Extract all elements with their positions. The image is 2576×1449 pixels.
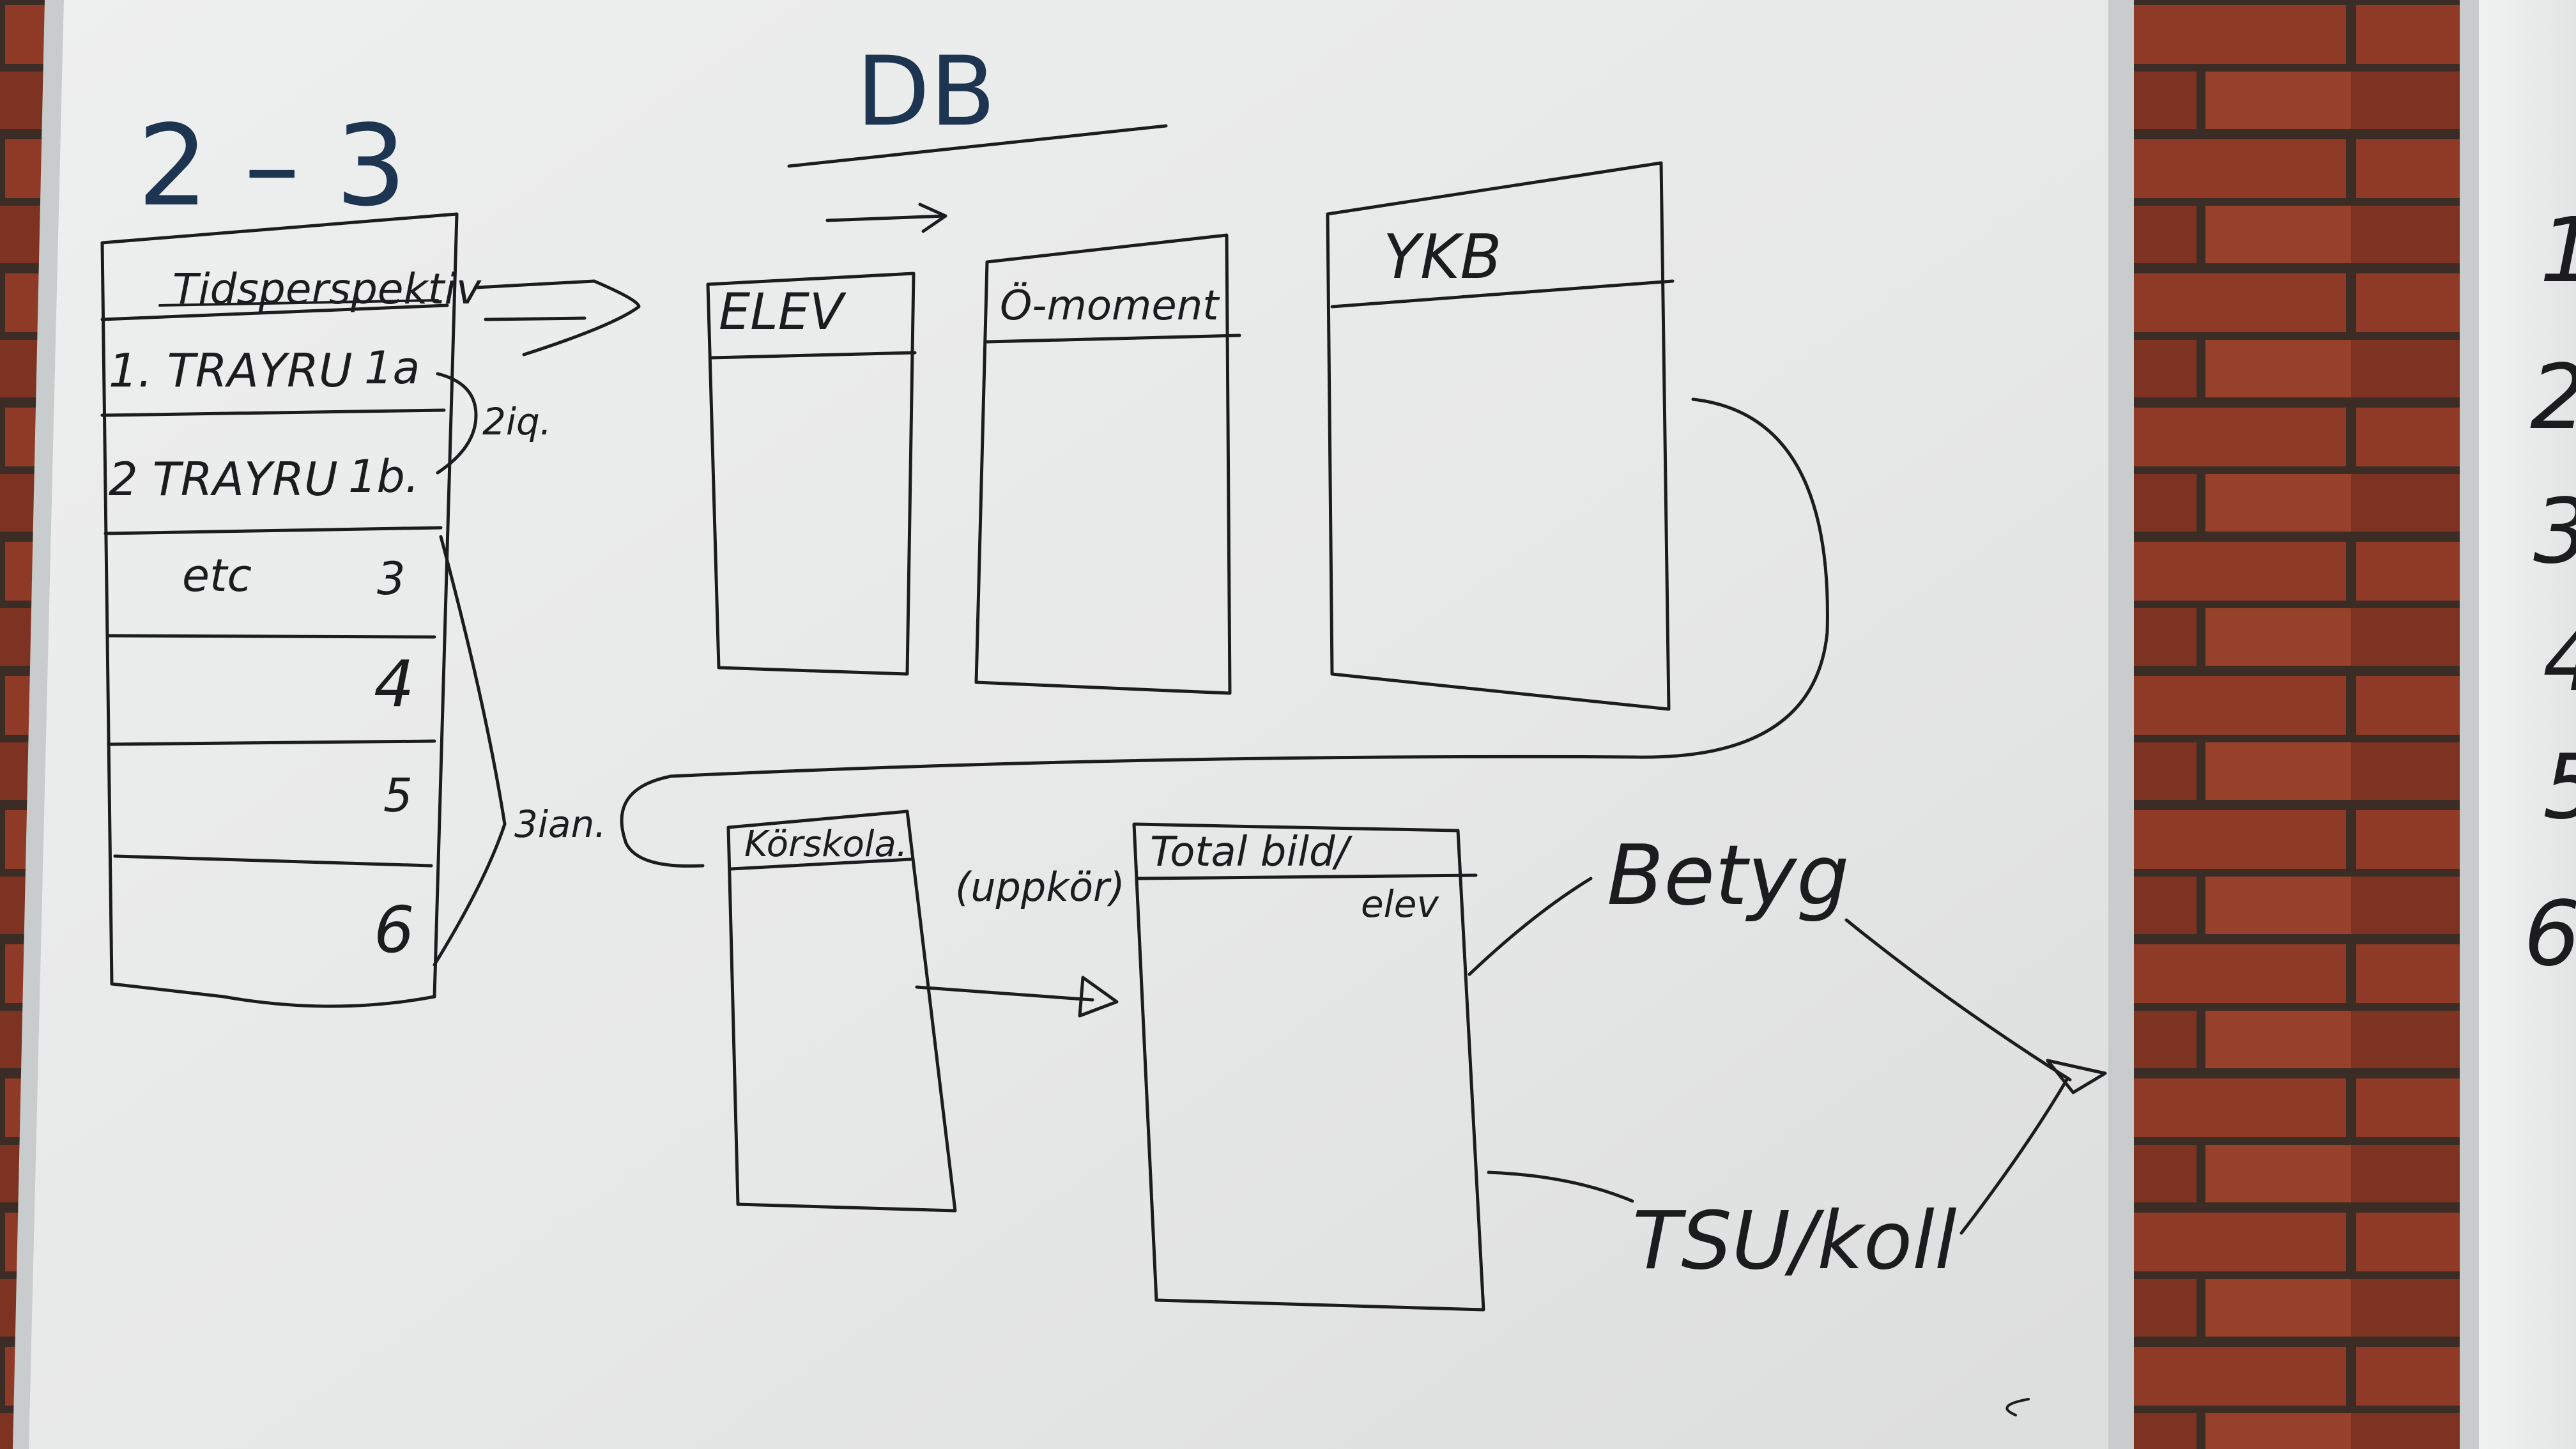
table-row-6-tag: 6	[374, 893, 415, 967]
table-row-3-label: etc	[182, 549, 252, 602]
entity-elev-label: ELEV	[719, 284, 847, 341]
uppkor-label: (uppkör)	[955, 864, 1125, 910]
entity-total-bild: Total bild/ elev	[1132, 822, 1485, 1312]
betyg-connector	[1468, 877, 1593, 976]
side-digit-1: 1	[2540, 199, 2576, 303]
entity-moment: Ö-moment	[974, 233, 1241, 695]
table-row-2-tag: 1b.	[348, 450, 419, 503]
whiteboard-surface	[29, 0, 2108, 1449]
entity-korskola-label: Körskola.	[744, 824, 908, 865]
connector-curve	[620, 397, 1829, 868]
side-board-digits: 1 2 3 4 5 6	[2524, 199, 2576, 986]
db-title: DB	[856, 36, 995, 148]
table-row-2-label: 2 TRAYRU	[109, 452, 338, 506]
brace-top-label: 2iq.	[482, 400, 551, 443]
tsu-connector	[1487, 1170, 1634, 1203]
braces: 2iq. 3ian.	[433, 372, 606, 967]
brick-wall-right	[2134, 0, 2472, 1449]
table-row-5-tag: 5	[383, 769, 413, 822]
entity-ykb: YKB	[1326, 161, 1675, 711]
db-header: DB	[787, 36, 1168, 233]
table-row-1-label: 1. TRAYRU	[109, 344, 353, 397]
total-elev-label: elev	[1361, 882, 1439, 926]
tsu-label: TSU/koll	[1632, 1195, 1957, 1287]
entity-ykb-label: YKB	[1383, 222, 1502, 293]
entity-elev: ELEV	[706, 272, 917, 676]
eraser-mark	[2005, 1398, 2030, 1416]
total-bild-label: Total bild/	[1150, 829, 1353, 876]
table-row-1-tag: 1a	[364, 342, 420, 394]
side-digit-6: 6	[2524, 882, 2576, 986]
side-digit-4: 4	[2543, 608, 2576, 712]
entity-korskola: Körskola.	[726, 809, 957, 1213]
double-arrow-icon	[474, 279, 641, 356]
table-heading: 2 – 3	[137, 102, 406, 231]
arrow-to-total-icon	[915, 976, 1119, 1018]
brace-bottom-label: 3ian.	[514, 802, 606, 846]
betyg-label: Betyg	[1607, 827, 1850, 924]
arrow-right-icon	[825, 203, 947, 233]
table-row-3-tag: 3	[377, 553, 406, 605]
entity-moment-label: Ö-moment	[1000, 282, 1220, 330]
side-digit-3: 3	[2533, 480, 2576, 584]
time-perspective-table: 2 – 3 Tidsperspektiv 1. TRAYRU 1a 2 TRAY…	[100, 102, 482, 1008]
table-row-4-tag: 4	[374, 647, 415, 721]
side-digit-2: 2	[2530, 346, 2576, 450]
side-board-surface	[2479, 0, 2576, 1449]
table-header-label: Tidsperspektiv	[172, 264, 482, 314]
merge-arrows-icon	[1844, 918, 2107, 1235]
side-digit-5: 5	[2543, 735, 2576, 839]
